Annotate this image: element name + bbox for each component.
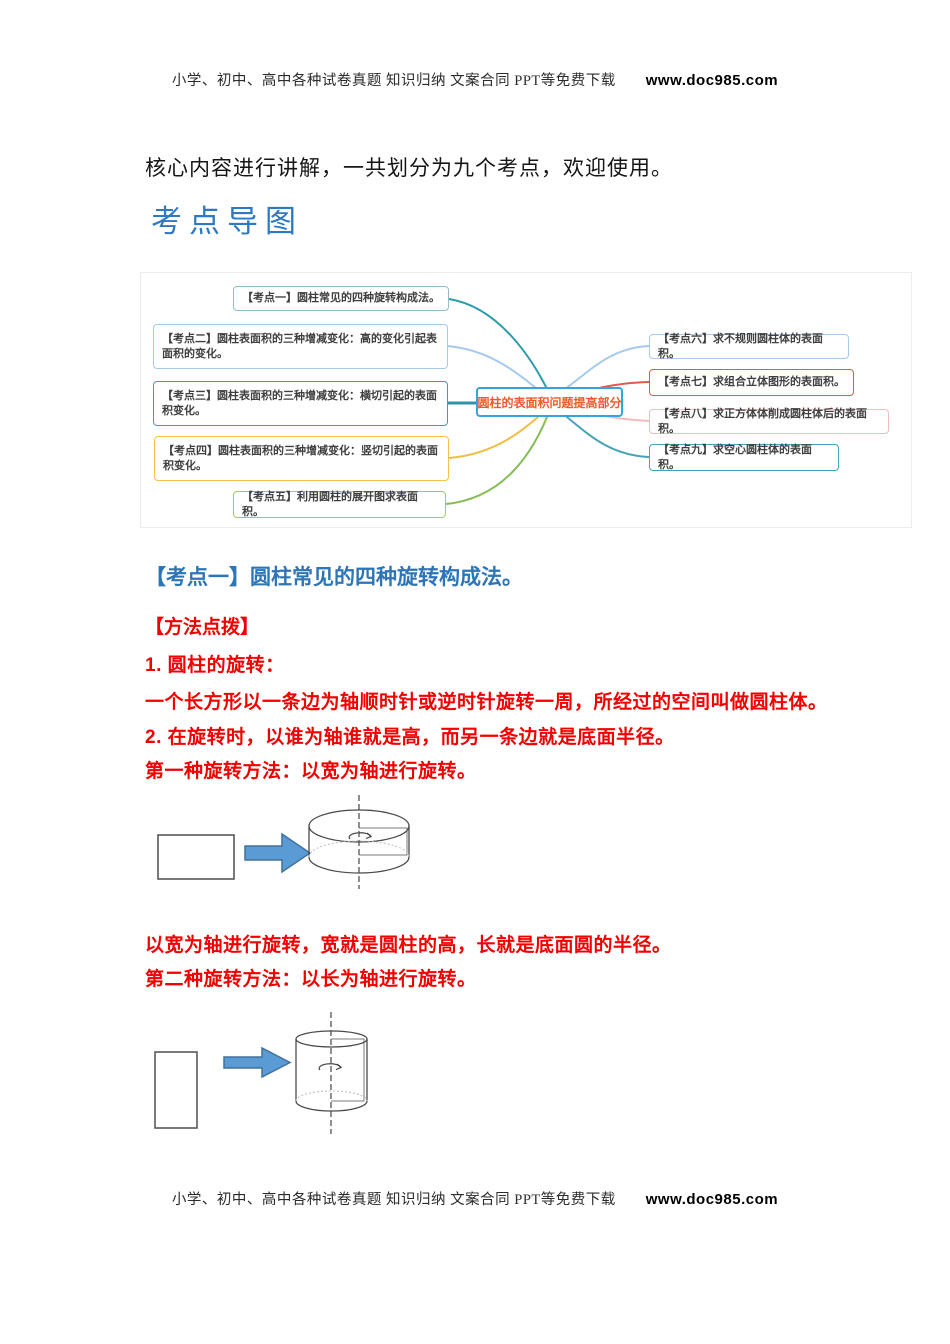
- method-definition: 一个长方形以一条边为轴顺时针或逆时针旋转一周，所经过的空间叫做圆柱体。: [145, 692, 828, 713]
- transform-arrow-icon: [244, 832, 312, 874]
- method-point-2: 2. 在旋转时，以谁为轴谁就是高，而另一条边就是底面半径。: [145, 727, 675, 748]
- header-text: 小学、初中、高中各种试卷真题 知识归纳 文案合同 PPT等免费下载: [171, 73, 616, 89]
- method-rotation-2: 第二种旋转方法：以长为轴进行旋转。: [145, 969, 477, 990]
- mindmap-connector-lines: [445, 298, 650, 505]
- mindmap-node-3: 【考点三】圆柱表面积的三种增减变化：横切引起的表面积变化。: [153, 381, 448, 426]
- swept-rectangle: [359, 827, 408, 856]
- intro-paragraph: 核心内容进行讲解，一共划分为九个考点，欢迎使用。: [145, 157, 673, 180]
- method-point-1: 1. 圆柱的旋转：: [145, 655, 285, 676]
- mindmap-node-2: 【考点二】圆柱表面积的三种增减变化：高的变化引起表面积的变化。: [153, 324, 448, 369]
- footer-site-link[interactable]: www.doc985.com: [645, 1191, 779, 1208]
- transform-arrow-icon: [223, 1046, 292, 1079]
- mindmap-node-9: 【考点九】求空心圆柱体的表面积。: [649, 444, 839, 471]
- mindmap-node-7: 【考点七】求组合立体图形的表面积。: [649, 369, 854, 396]
- rotation-arrow-icon: [348, 832, 372, 840]
- header-site-link[interactable]: www.doc985.com: [645, 72, 779, 89]
- rotation-diagram-1: [157, 795, 410, 889]
- page-header: 小学、初中、高中各种试卷真题 知识归纳 文案合同 PPT等免费下载 www.do…: [0, 69, 950, 90]
- rotation-diagram-2: [154, 1012, 368, 1134]
- section-heading: 【考点一】圆柱常见的四种旋转构成法。: [145, 566, 523, 589]
- mindmap-image: 【考点一】圆柱常见的四种旋转构成法。 【考点二】圆柱表面积的三种增减变化：高的变…: [140, 272, 912, 528]
- flat-cylinder-figure: [308, 795, 410, 889]
- mindmap-node-1: 【考点一】圆柱常见的四种旋转构成法。: [233, 286, 449, 311]
- mindmap-node-4: 【考点四】圆柱表面积的三种增减变化：竖切引起的表面积变化。: [154, 436, 449, 481]
- method-rotation-1: 第一种旋转方法：以宽为轴进行旋转。: [145, 761, 477, 782]
- method-tip-title: 【方法点拨】: [145, 617, 260, 638]
- mindmap-center-node: 圆柱的表面积问题提高部分: [476, 387, 623, 417]
- tall-cylinder-figure: [295, 1012, 368, 1134]
- rotation-arrow-icon: [318, 1063, 342, 1071]
- method-rotation-1-note: 以宽为轴进行旋转，宽就是圆柱的高，长就是底面圆的半径。: [145, 935, 672, 956]
- swept-rectangle: [331, 1038, 365, 1102]
- mindmap-node-6: 【考点六】求不规则圆柱体的表面积。: [649, 333, 849, 360]
- map-title: 考点导图: [151, 204, 303, 240]
- page-footer: 小学、初中、高中各种试卷真题 知识归纳 文案合同 PPT等免费下载 www.do…: [0, 1188, 950, 1209]
- mindmap-node-5: 【考点五】利用圆柱的展开图求表面积。: [233, 491, 446, 518]
- source-rectangle: [157, 834, 235, 880]
- footer-text: 小学、初中、高中各种试卷真题 知识归纳 文案合同 PPT等免费下载: [171, 1192, 616, 1208]
- source-rectangle: [154, 1051, 198, 1129]
- mindmap-node-8: 【考点八】求正方体体削成圆柱体后的表面积。: [649, 408, 889, 435]
